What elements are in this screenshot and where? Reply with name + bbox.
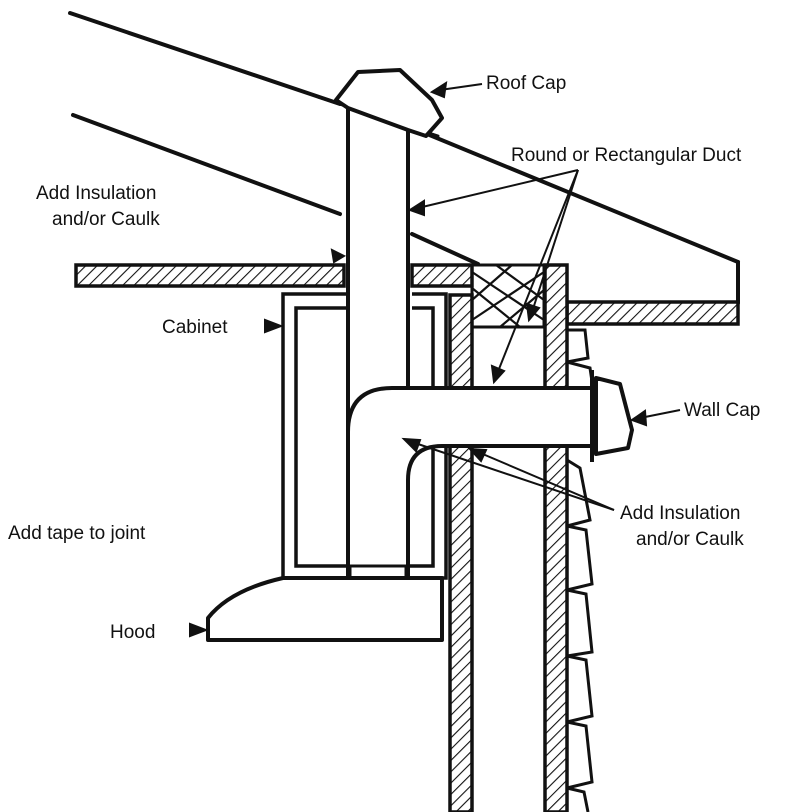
leaders xyxy=(189,80,681,638)
label-insulation-bottom-1: Add Insulation xyxy=(620,503,740,524)
label-insulation-top-1: Add Insulation xyxy=(36,183,156,204)
roof-cap xyxy=(334,68,444,138)
label-tape: Add tape to joint xyxy=(8,523,146,544)
labels: Roof Cap Round or Rectangular Duct Add I… xyxy=(8,73,760,643)
label-insulation-top-2: and/or Caulk xyxy=(52,209,160,230)
label-insulation-bottom-2: and/or Caulk xyxy=(636,529,744,550)
label-roof-cap: Roof Cap xyxy=(486,73,566,94)
label-hood: Hood xyxy=(110,622,155,643)
label-wall-cap: Wall Cap xyxy=(684,400,760,421)
wall-cap xyxy=(590,370,634,462)
label-cabinet: Cabinet xyxy=(162,317,228,338)
range-hood xyxy=(206,564,444,642)
insulation-block xyxy=(470,263,546,329)
label-duct: Round or Rectangular Duct xyxy=(511,145,742,166)
